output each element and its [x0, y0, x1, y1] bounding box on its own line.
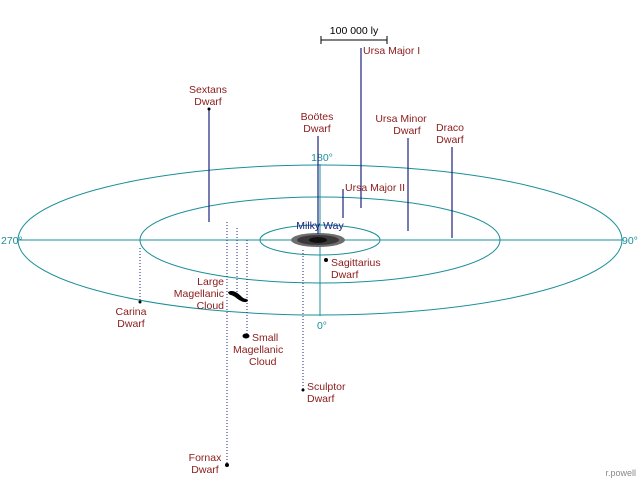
- galaxy-markers: [138, 107, 328, 467]
- ursa-major-1-label: Ursa Major I: [363, 45, 420, 57]
- above-plane-lines: [208, 48, 453, 238]
- small-magellanic-cloud-marker: [242, 333, 250, 339]
- angle-label-180: 180°: [311, 152, 333, 164]
- sculptor-marker: [301, 388, 305, 392]
- fornax-label-line2: Dwarf: [191, 464, 219, 476]
- credit-label: r.powell: [605, 468, 636, 478]
- fornax-label-line1: Fornax: [189, 452, 222, 464]
- smc-label-line1: Small: [252, 332, 278, 344]
- sagittarius-label-line2: Dwarf: [331, 269, 359, 281]
- sagittarius-label-line1: Sagittarius: [331, 257, 381, 269]
- smc-label-line2: Magellanic: [233, 344, 283, 356]
- angle-label-90: 90°: [622, 235, 638, 247]
- carina-marker: [138, 300, 142, 304]
- lmc-label-line1: Large: [197, 276, 224, 288]
- sextans-label-line1: Sextans: [189, 84, 227, 96]
- below-plane-lines: [139, 222, 304, 465]
- bootes-label-line2: Dwarf: [303, 123, 331, 135]
- milky-way-label: Milky Way: [296, 220, 344, 232]
- carina-label-line2: Dwarf: [117, 318, 145, 330]
- lmc-label-line3: Cloud: [197, 300, 225, 312]
- large-magellanic-cloud-marker: [228, 290, 248, 303]
- ursa-minor-label-line2: Dwarf: [393, 125, 421, 137]
- lmc-label-line2: Magellanic: [174, 288, 224, 300]
- draco-label-line2: Dwarf: [436, 134, 464, 146]
- sextans-label-line2: Dwarf: [194, 96, 222, 108]
- sculptor-label-line2: Dwarf: [307, 393, 335, 405]
- draco-label-line1: Draco: [436, 122, 464, 134]
- smc-label-line3: Cloud: [249, 356, 277, 368]
- sculptor-label-line1: Sculptor: [307, 381, 346, 393]
- scale-bar: [320, 36, 388, 44]
- scale-bar-label: 100 000 ly: [330, 25, 379, 37]
- milky-way-galaxy: [291, 233, 345, 247]
- carina-label-line1: Carina: [116, 306, 147, 318]
- fornax-marker: [225, 463, 229, 467]
- angle-label-0: 0°: [317, 320, 327, 332]
- sextans-marker: [207, 107, 211, 111]
- sagittarius-marker: [324, 258, 328, 262]
- angle-label-270: 270°: [1, 235, 23, 247]
- galaxy-core: [309, 237, 327, 243]
- ursa-major-2-label: Ursa Major II: [345, 182, 405, 194]
- bootes-label-line1: Boötes: [301, 111, 334, 123]
- ursa-minor-label-line1: Ursa Minor: [375, 113, 427, 125]
